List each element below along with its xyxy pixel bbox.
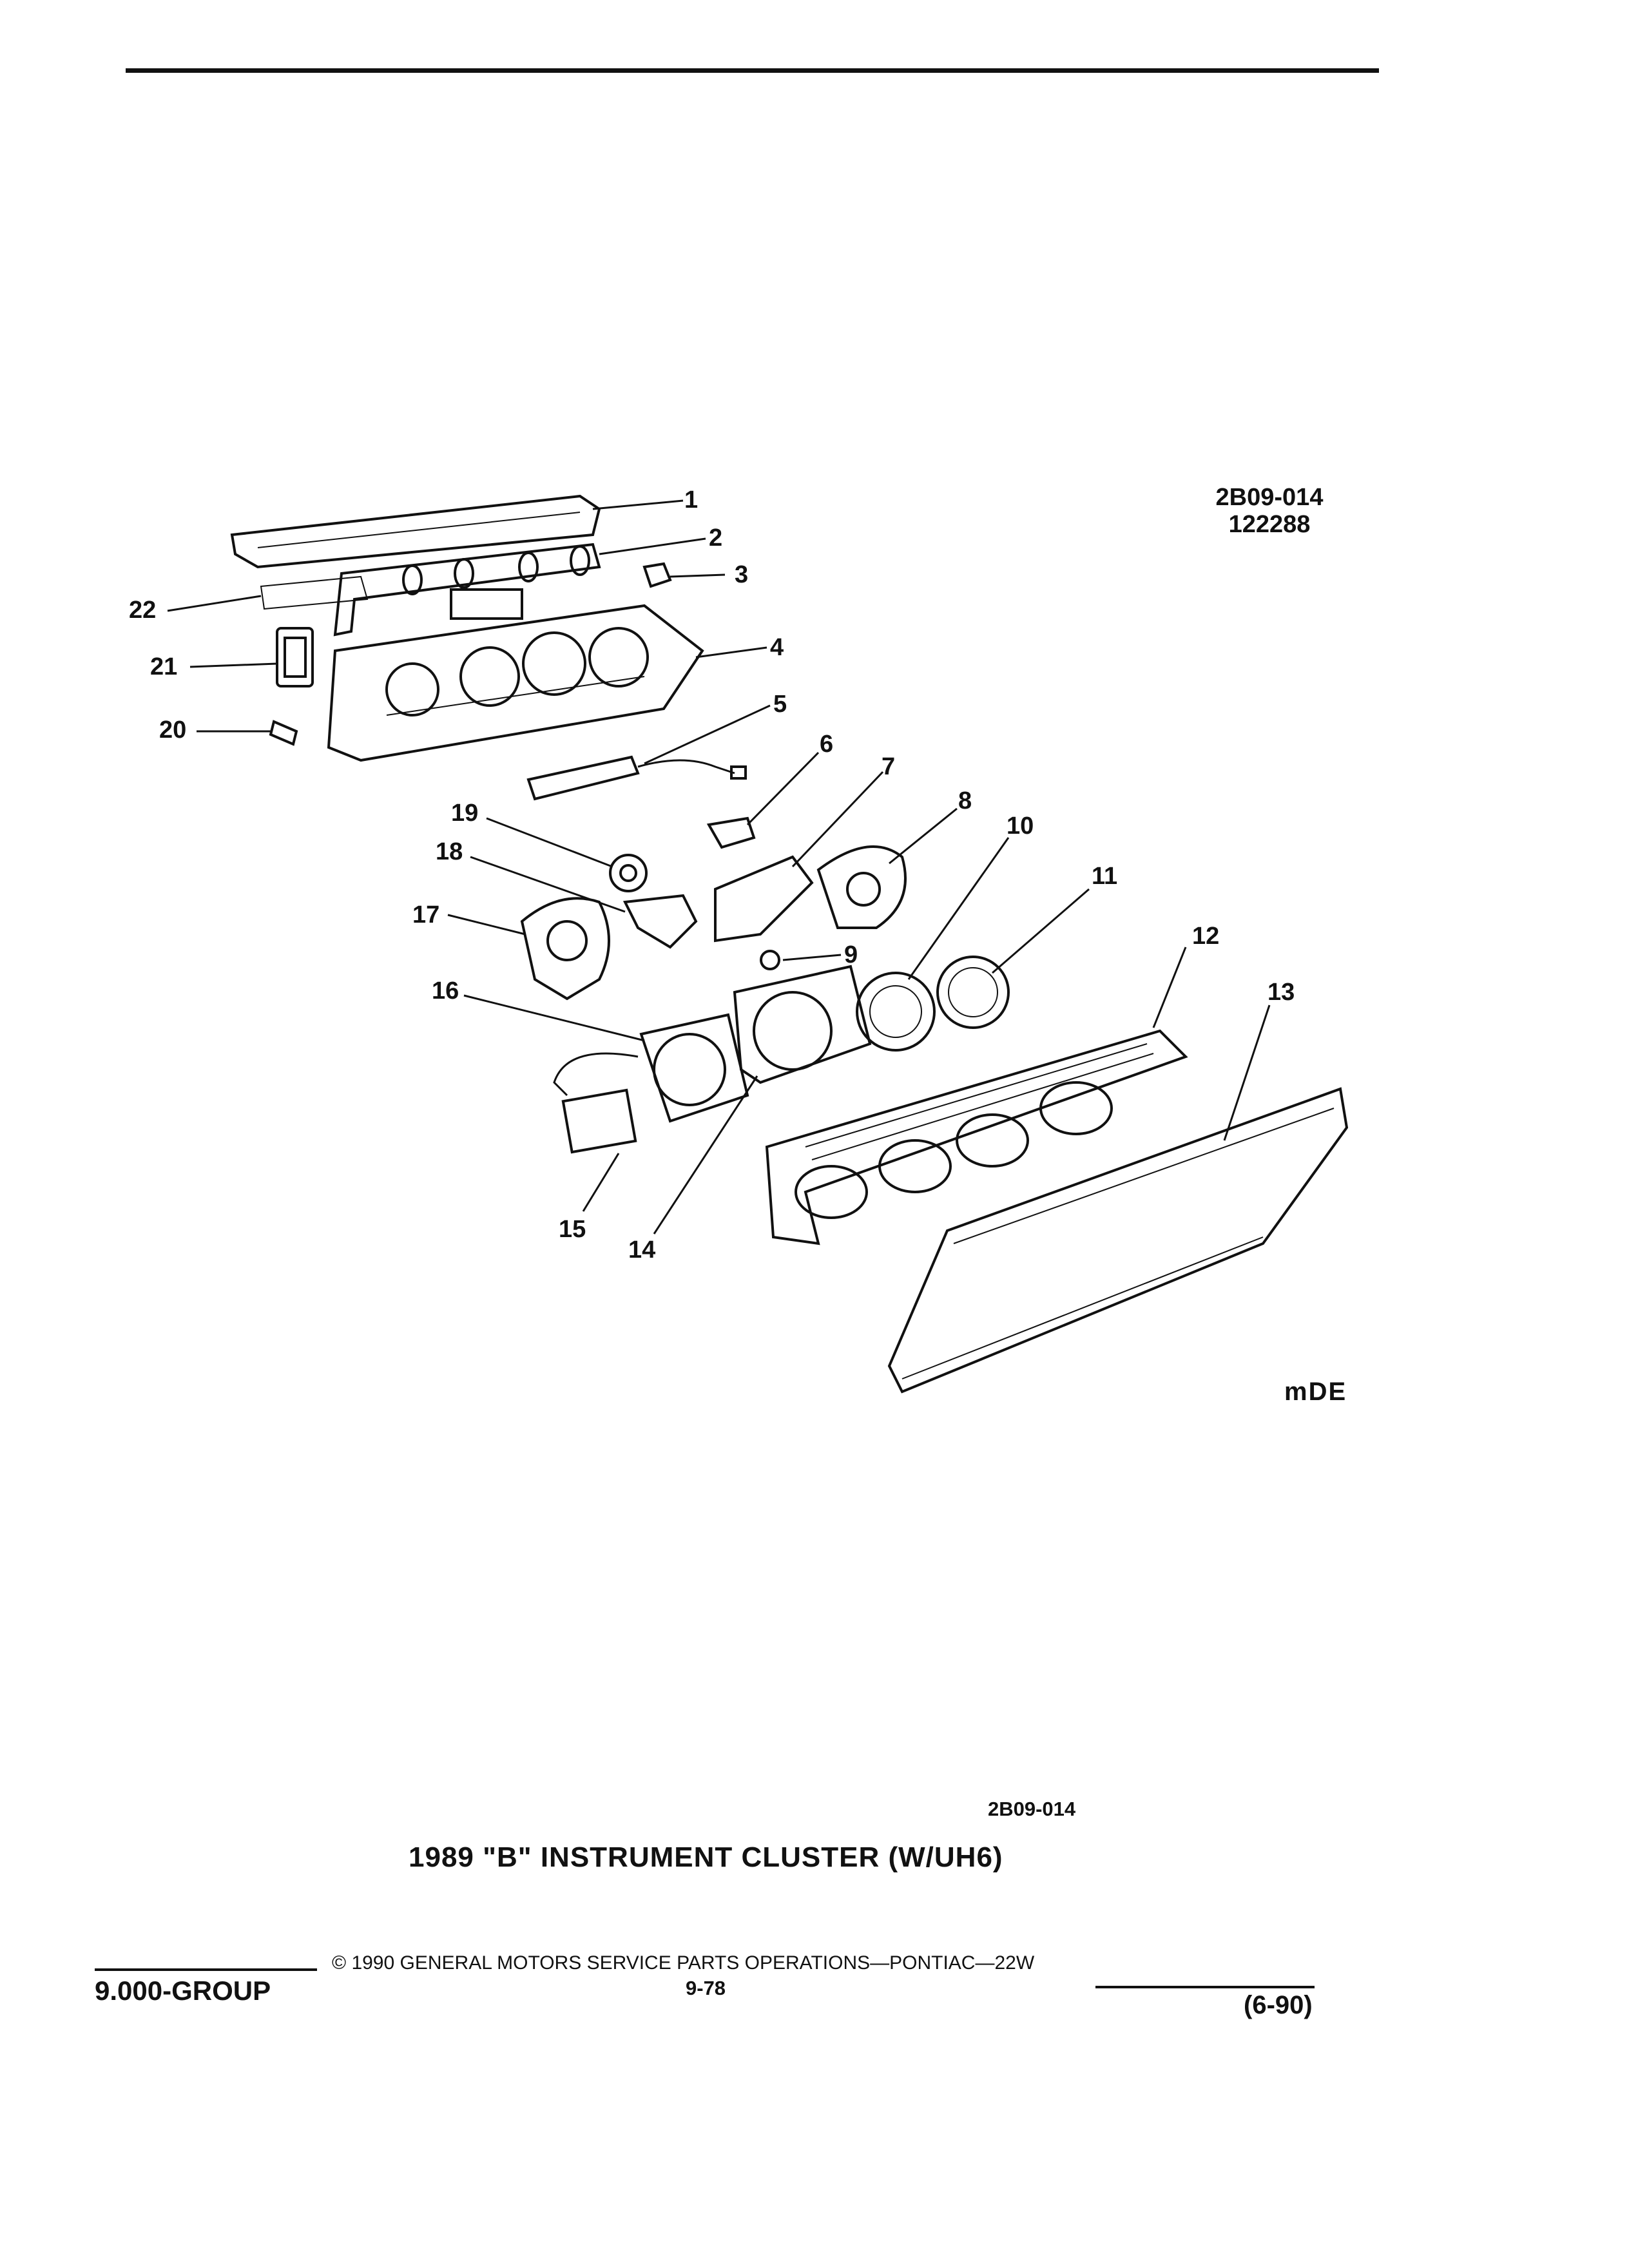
callout-10: 10 bbox=[1007, 812, 1034, 840]
footer-page-number: 9-78 bbox=[686, 1977, 726, 1999]
part-16-gauge bbox=[639, 1013, 749, 1123]
part-22-strip bbox=[260, 575, 369, 610]
callout-8: 8 bbox=[958, 787, 972, 814]
callout-14: 14 bbox=[628, 1236, 656, 1264]
diagram-serial: 122288 bbox=[1228, 511, 1311, 538]
callout-22: 22 bbox=[129, 597, 157, 624]
part-5-circuit bbox=[526, 755, 640, 801]
caption-code: 2B09-014 bbox=[988, 1798, 1076, 1820]
footer-group: 9.000-GROUP bbox=[95, 1975, 271, 2006]
footer-rule-left bbox=[95, 1968, 317, 1971]
callout-15: 15 bbox=[559, 1216, 586, 1243]
callout-20: 20 bbox=[159, 716, 187, 744]
part-19-knob bbox=[609, 854, 648, 892]
diagram-code: 2B09-014 bbox=[1215, 484, 1324, 511]
part-11-gauge bbox=[936, 956, 1010, 1029]
caption-title: 1989 "B" INSTRUMENT CLUSTER (W/UH6) bbox=[409, 1841, 1003, 1873]
part-6-indicator bbox=[706, 816, 756, 849]
part-18-bracket bbox=[622, 894, 698, 949]
part-4-case bbox=[327, 604, 704, 762]
callout-1: 1 bbox=[684, 486, 699, 514]
callout-19: 19 bbox=[451, 800, 479, 827]
part-2-frame bbox=[333, 543, 601, 637]
callout-7: 7 bbox=[882, 753, 896, 780]
callout-11: 11 bbox=[1092, 863, 1118, 890]
part-13-lens bbox=[887, 1087, 1349, 1394]
part-10-gauge bbox=[856, 972, 936, 1052]
part-15-module bbox=[561, 1088, 637, 1154]
part-9-nut bbox=[760, 950, 780, 970]
callout-21: 21 bbox=[150, 653, 178, 680]
callout-5: 5 bbox=[773, 691, 787, 718]
part-20-bulb bbox=[269, 720, 298, 746]
footer-rule-right bbox=[1095, 1986, 1315, 1988]
mde-logo: mDE bbox=[1284, 1378, 1347, 1406]
callout-12: 12 bbox=[1192, 923, 1220, 950]
callout-16: 16 bbox=[432, 977, 459, 1004]
callout-9: 9 bbox=[844, 941, 858, 968]
callout-13: 13 bbox=[1268, 979, 1295, 1006]
callout-2: 2 bbox=[709, 524, 723, 552]
part-7-plate bbox=[714, 855, 814, 943]
part-17-shield bbox=[520, 897, 610, 1001]
callout-3: 3 bbox=[735, 561, 749, 588]
top-rule bbox=[126, 68, 1379, 73]
part-3-clip bbox=[642, 562, 672, 588]
part-12-bezel bbox=[765, 1029, 1188, 1245]
part-21-socket bbox=[276, 627, 314, 687]
footer-date: (6-90) bbox=[1244, 1991, 1313, 2019]
callout-18: 18 bbox=[436, 838, 463, 865]
callout-4: 4 bbox=[770, 634, 784, 661]
callout-6: 6 bbox=[820, 731, 834, 758]
footer-copyright: © 1990 GENERAL MOTORS SERVICE PARTS OPER… bbox=[332, 1952, 1035, 1974]
part-8-shield bbox=[816, 845, 907, 929]
part-1-top-cover bbox=[230, 494, 601, 569]
callout-17: 17 bbox=[412, 901, 440, 928]
